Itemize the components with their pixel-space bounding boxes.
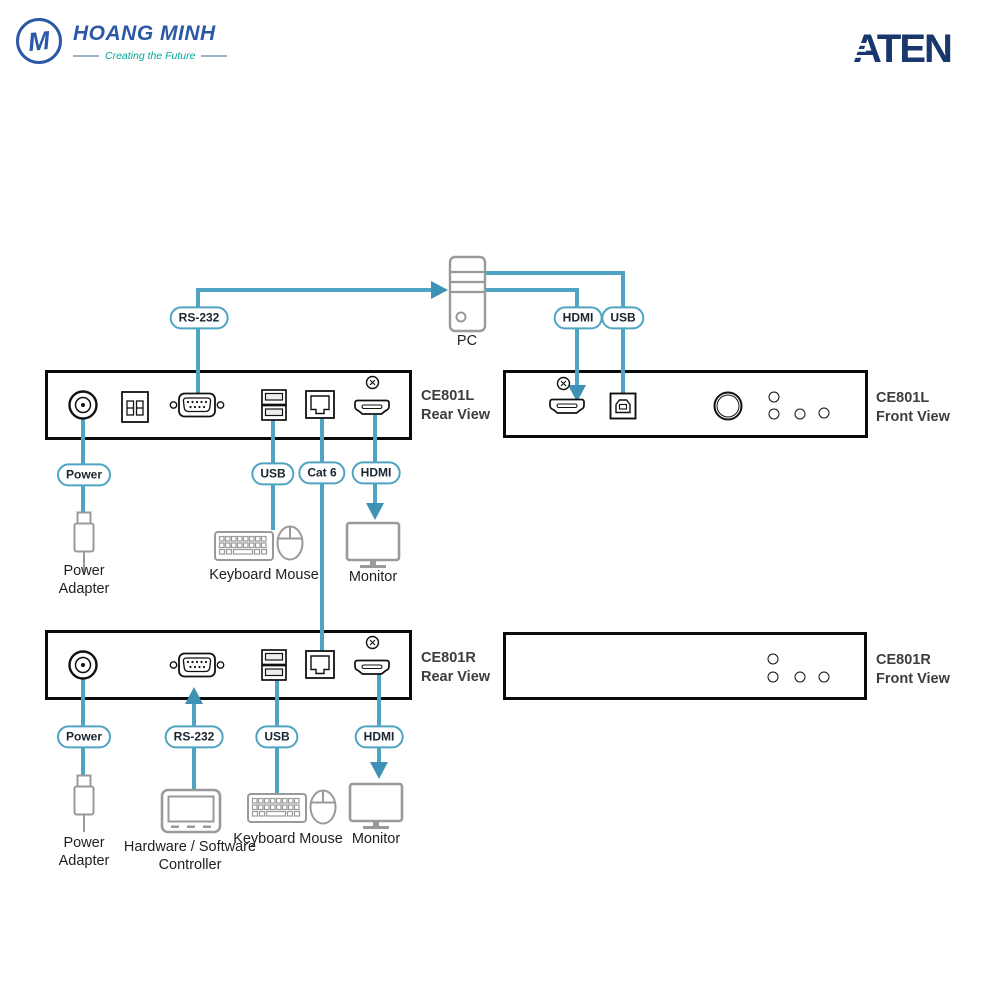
device-view: Front View — [876, 670, 950, 687]
db9-serial-port-icon — [169, 392, 225, 418]
mouse-icon — [309, 789, 337, 825]
ce801r-front-box — [503, 632, 867, 700]
ce801r-rear-box — [45, 630, 412, 700]
led-icon — [767, 671, 779, 683]
led-icon — [794, 408, 806, 420]
label-ce801r-rear: CE801R Rear View — [421, 649, 490, 687]
hdmi-r-monitor-arrow-icon — [370, 762, 388, 779]
label-ce801r-front: CE801R Front View — [876, 651, 950, 689]
brand-monogram-letter: M — [26, 24, 52, 58]
monitor-caption: Monitor — [351, 831, 401, 847]
aten-logo: ATEN — [853, 27, 953, 69]
tagline-dash-right — [201, 55, 228, 57]
pill-hdmi-l: HDMI — [351, 461, 401, 485]
device-view: Rear View — [421, 406, 491, 423]
hoang-minh-logo: M HOANG MINH Creating the Future — [16, 18, 228, 64]
monitor-icon — [345, 521, 401, 568]
rj45-port-icon — [305, 390, 335, 419]
keyboard-icon — [214, 531, 274, 561]
pc-usb-line-v — [621, 271, 625, 401]
label-ce801l-rear: CE801L Rear View — [421, 387, 490, 425]
monitor-caption: Monitor — [348, 569, 398, 585]
dip-switch-icon — [121, 391, 149, 423]
pill-hdmi-pc: HDMI — [553, 306, 603, 330]
hdmi-l-line — [373, 415, 377, 504]
db9-serial-port-icon — [169, 652, 225, 678]
rs232-uplink-line — [196, 288, 200, 393]
ground-screw-icon — [365, 635, 380, 650]
pill-power-l: Power — [56, 463, 112, 487]
pc-hdmi-line-h — [485, 288, 579, 292]
pill-usb-r: USB — [255, 725, 299, 749]
ground-screw-icon — [556, 376, 571, 391]
led-icon — [768, 391, 780, 403]
pill-usb-l: USB — [251, 462, 295, 486]
dual-usb-port-icon — [261, 649, 287, 681]
rj45-port-icon — [305, 650, 335, 679]
mouse-icon — [276, 525, 304, 561]
dual-usb-port-icon — [261, 389, 287, 421]
led-icon — [767, 653, 779, 665]
keyboard-mouse-caption: Keyboard Mouse — [209, 567, 319, 583]
aten-logo-text: ATEN — [853, 27, 951, 69]
pill-hdmi-r: HDMI — [354, 725, 404, 749]
device-model: CE801R — [876, 652, 931, 668]
led-icon — [818, 671, 830, 683]
pill-rs232-r: RS-232 — [164, 725, 224, 749]
power-adapter-caption: Power Adapter — [58, 835, 110, 870]
device-model: CE801L — [876, 390, 930, 406]
led-icon — [818, 407, 830, 419]
label-ce801l-front: CE801L Front View — [876, 389, 950, 427]
rs232-r-arrow-icon — [185, 687, 203, 704]
pc-usb-line-h — [485, 271, 625, 275]
controller-caption: Hardware / Software Controller — [123, 839, 257, 874]
power-jack-icon — [68, 650, 98, 680]
pc-tower-icon — [448, 255, 487, 333]
ground-screw-icon — [365, 375, 380, 390]
usb-b-port-icon — [609, 392, 637, 420]
power-jack-icon — [68, 390, 98, 420]
hdmi-port-icon — [549, 398, 585, 414]
tagline-dash-left — [73, 55, 99, 57]
brand-tagline-row: Creating the Future — [73, 50, 228, 62]
keyboard-mouse-caption: Keyboard Mouse — [233, 831, 343, 847]
pc-caption: PC — [456, 333, 478, 349]
keyboard-icon — [247, 793, 307, 823]
pc-hdmi-arrow-icon — [568, 385, 586, 402]
pill-rs232-pc: RS-232 — [169, 306, 229, 330]
brand-name: HOANG MINH — [73, 22, 216, 45]
pc-hdmi-line-v — [575, 288, 579, 387]
cat6-link-line — [320, 419, 324, 653]
device-view: Front View — [876, 408, 950, 425]
brand-monogram-icon: M — [16, 18, 62, 64]
hdmi-port-icon — [354, 659, 390, 675]
power-adapter-icon — [73, 511, 95, 573]
rs232-to-pc-arrow-icon — [431, 281, 448, 299]
pill-cat6: Cat 6 — [298, 461, 346, 485]
power-adapter-caption: Power Adapter — [58, 563, 110, 598]
push-button-icon — [713, 391, 743, 421]
pill-usb-pc: USB — [601, 306, 645, 330]
controller-icon — [160, 788, 222, 834]
device-model: CE801R — [421, 650, 476, 666]
hdmi-r-line — [377, 674, 381, 764]
rs232-to-pc-line — [196, 288, 432, 292]
led-icon — [768, 408, 780, 420]
ce801l-rear-box — [45, 370, 412, 440]
led-icon — [794, 671, 806, 683]
device-model: CE801L — [421, 388, 475, 404]
device-view: Rear View — [421, 668, 491, 685]
hdmi-port-icon — [354, 399, 390, 415]
power-adapter-icon — [73, 774, 95, 832]
hdmi-l-monitor-arrow-icon — [366, 503, 384, 520]
pill-power-r: Power — [56, 725, 112, 749]
brand-tagline: Creating the Future — [105, 50, 196, 62]
monitor-icon — [348, 782, 404, 829]
brand-text: HOANG MINH Creating the Future — [73, 18, 228, 62]
